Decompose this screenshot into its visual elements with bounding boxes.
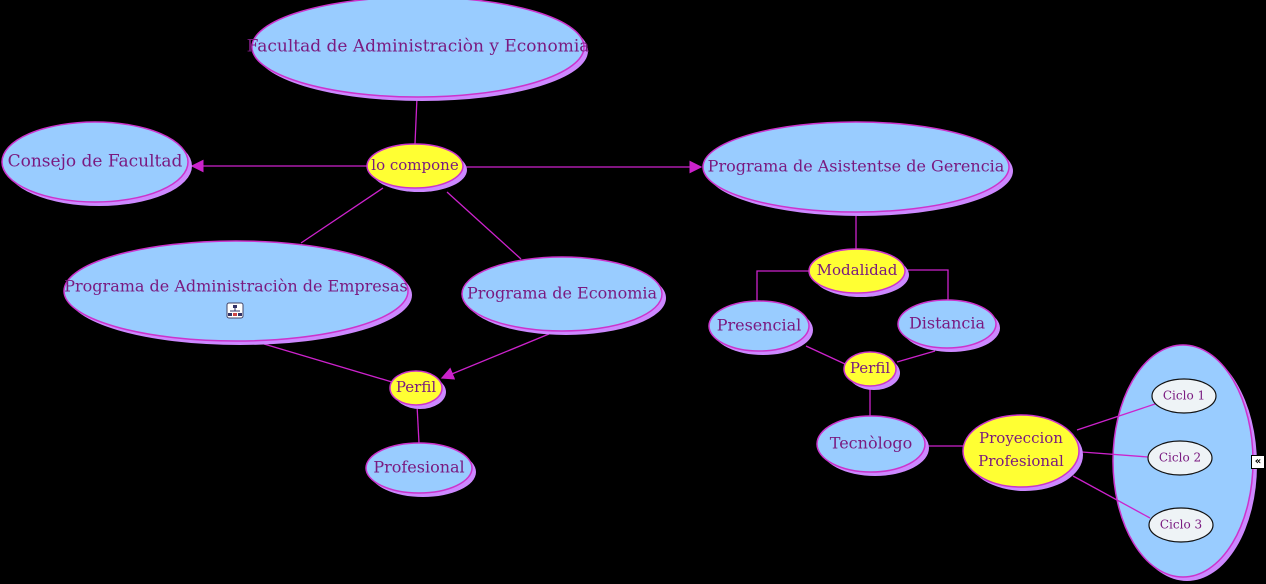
linking-proyeccion[interactable]: Proyeccion Profesional <box>962 414 1083 491</box>
linking-label: Modalidad <box>817 261 898 279</box>
concept-label: Ciclo 3 <box>1160 518 1202 532</box>
concept-label: Programa de Administraciòn de Empresas <box>64 277 407 296</box>
link-arrow <box>440 333 550 380</box>
link <box>905 269 949 300</box>
links <box>190 96 963 447</box>
linking-label: Proyeccion <box>979 429 1063 447</box>
concept-label: Tecnòlogo <box>830 434 912 453</box>
linking-perfil-right[interactable]: Perfil <box>843 351 900 390</box>
concept-ciclo-1[interactable]: Ciclo 1 <box>1151 378 1217 414</box>
link <box>756 270 809 301</box>
concept-label: Profesional <box>373 458 464 477</box>
concept-label: Distancia <box>909 314 986 333</box>
linking-label: Perfil <box>396 378 436 396</box>
concept-label: Presencial <box>717 316 802 335</box>
linking-label: Profesional <box>978 452 1064 470</box>
submap-icon[interactable] <box>226 302 244 319</box>
concept-label: Programa de Asistentse de Gerencia <box>708 157 1005 176</box>
concept-label: Ciclo 2 <box>1159 451 1201 465</box>
concept-ciclo-2[interactable]: Ciclo 2 <box>1147 440 1213 476</box>
concept-asistente[interactable]: Programa de Asistentse de Gerencia <box>702 121 1013 216</box>
link <box>896 350 936 363</box>
concept-presencial[interactable]: Presencial <box>708 300 813 355</box>
concept-consejo[interactable]: Consejo de Facultad <box>1 121 192 206</box>
linking-perfil-left[interactable]: Perfil <box>389 370 446 409</box>
link <box>1072 475 1151 519</box>
link <box>1081 451 1149 458</box>
concept-label: Ciclo 1 <box>1163 389 1205 403</box>
link <box>300 187 384 244</box>
concept-facultad[interactable]: Facultad de Administraciòn y Economia <box>247 0 590 101</box>
link <box>414 96 418 145</box>
collapse-icon[interactable]: « <box>1251 455 1265 469</box>
concept-label: Programa de Economia <box>467 284 658 303</box>
linking-label: Perfil <box>850 359 890 377</box>
concept-economia[interactable]: Programa de Economia <box>461 256 666 335</box>
link <box>446 191 522 260</box>
linking-modalidad[interactable]: Modalidad <box>808 248 909 297</box>
concept-distancia[interactable]: Distancia <box>897 299 1000 352</box>
link <box>1076 403 1156 431</box>
concept-tecnologo[interactable]: Tecnòlogo <box>816 415 929 476</box>
link <box>263 343 393 383</box>
link <box>805 345 846 365</box>
concept-label: Consejo de Facultad <box>8 152 183 172</box>
linking-lo-compone[interactable]: lo compone <box>366 143 467 192</box>
link <box>416 404 420 444</box>
concept-label: Facultad de Administraciòn y Economia <box>247 37 590 57</box>
concept-profesional[interactable]: Profesional <box>365 442 476 497</box>
linking-label: lo compone <box>371 156 459 174</box>
concept-admin-empresas[interactable]: Programa de Administraciòn de Empresas <box>63 240 412 345</box>
concept-ciclo-3[interactable]: Ciclo 3 <box>1148 507 1214 543</box>
